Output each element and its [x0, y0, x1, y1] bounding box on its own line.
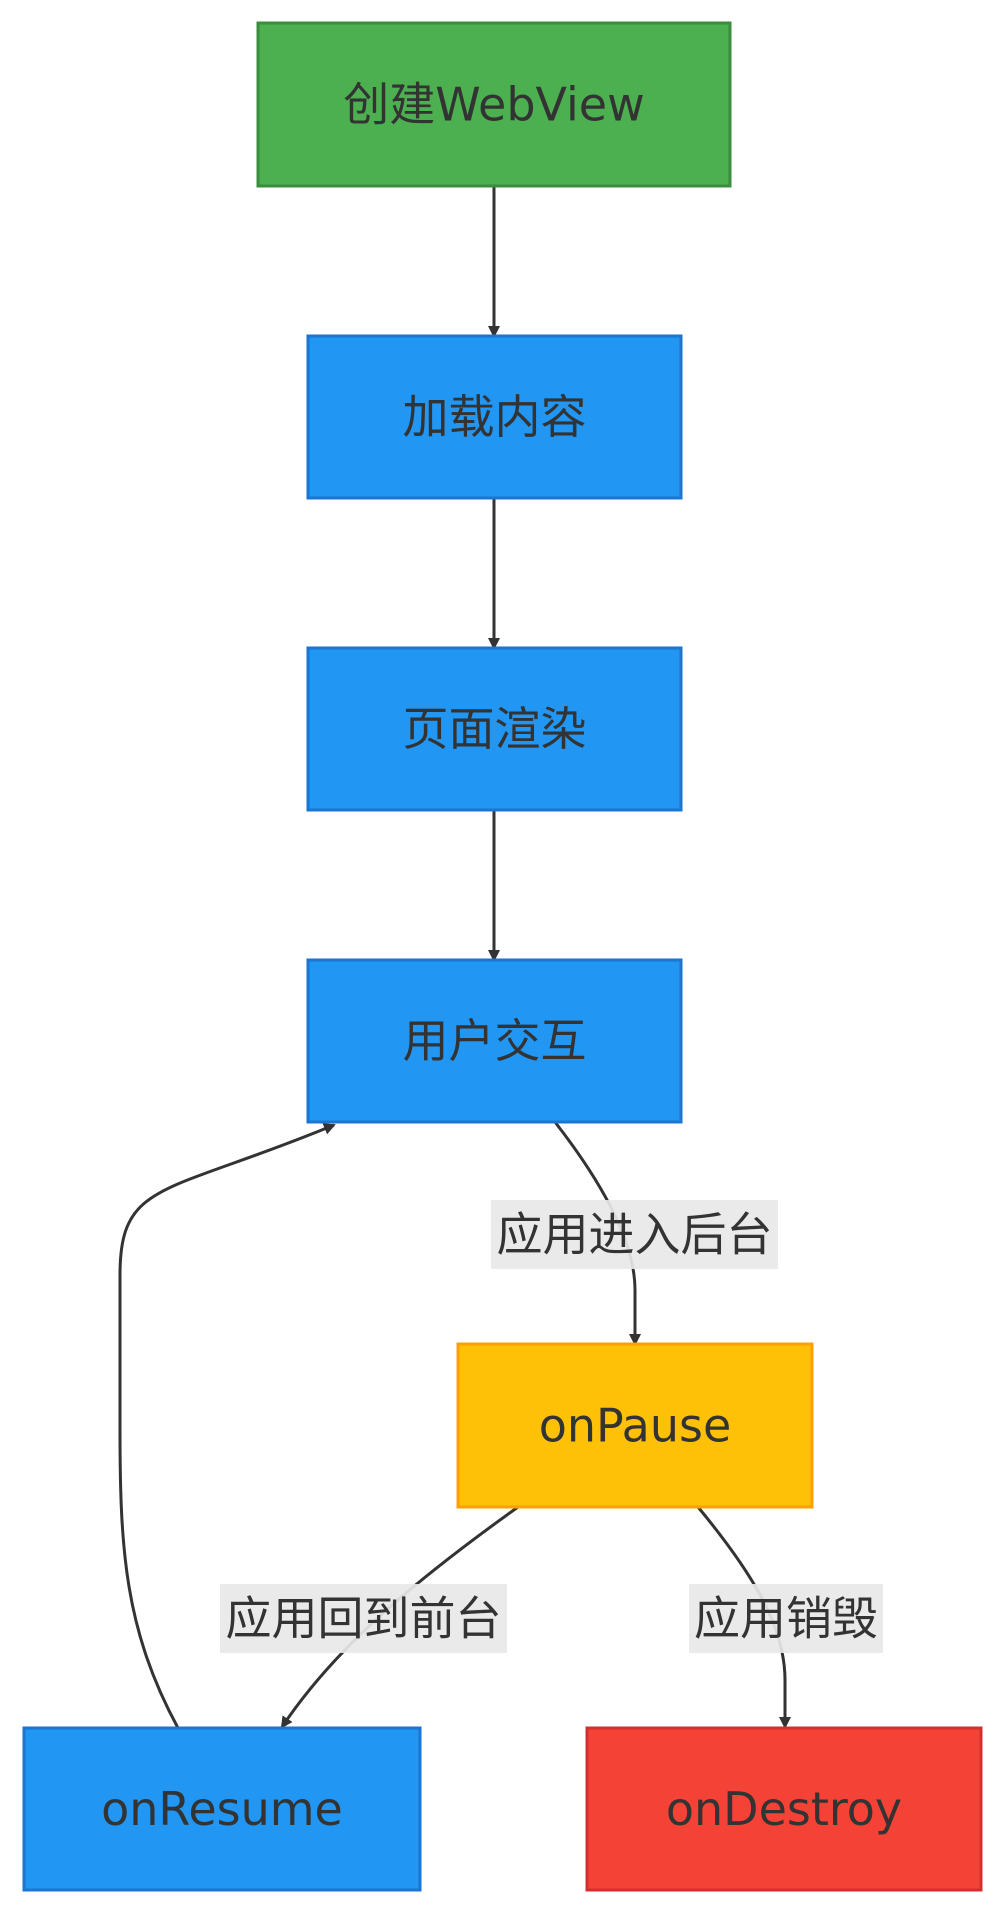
node-page-render-box: [308, 648, 681, 810]
node-on-destroy: onDestroy: [585, 1726, 983, 1892]
node-on-pause-label: onPause: [539, 1399, 732, 1453]
nodes-group: 创建WebView 加载内容 页面渲染 用户交互 onPause onResum…: [22, 21, 983, 1892]
node-load-content-box: [308, 336, 681, 498]
node-page-render: 页面渲染: [306, 646, 683, 812]
node-on-destroy-label: onDestroy: [666, 1782, 902, 1836]
edge-label-enter-background: 应用进入后台: [491, 1200, 778, 1269]
node-on-resume-label: onResume: [101, 1782, 343, 1836]
svg-text:应用进入后台: 应用进入后台: [497, 1208, 773, 1262]
node-create-webview-label: 创建WebView: [343, 78, 644, 132]
svg-text:应用回到前台: 应用回到前台: [226, 1592, 502, 1646]
node-create-webview: 创建WebView: [256, 21, 732, 188]
node-on-resume: onResume: [22, 1726, 422, 1892]
node-load-content-label: 加载内容: [403, 390, 587, 444]
edge-resume-to-interaction: [118, 1123, 336, 1729]
node-create-webview-box: [258, 23, 730, 186]
node-on-destroy-box: [587, 1728, 981, 1890]
edge-labels-group: 应用进入后台 应用回到前台 应用销毁: [220, 1200, 883, 1653]
node-user-interaction: 用户交互: [306, 958, 683, 1124]
node-on-pause: onPause: [456, 1342, 814, 1509]
node-user-interaction-label: 用户交互: [403, 1014, 587, 1068]
node-load-content: 加载内容: [306, 334, 683, 500]
edge-label-return-foreground: 应用回到前台: [220, 1584, 507, 1653]
edge-label-app-destroyed: 应用销毁: [689, 1584, 883, 1653]
node-on-pause-box: [458, 1344, 812, 1507]
node-on-resume-box: [24, 1728, 420, 1890]
svg-text:应用销毁: 应用销毁: [694, 1592, 878, 1646]
node-page-render-label: 页面渲染: [403, 702, 587, 756]
node-user-interaction-box: [308, 960, 681, 1122]
